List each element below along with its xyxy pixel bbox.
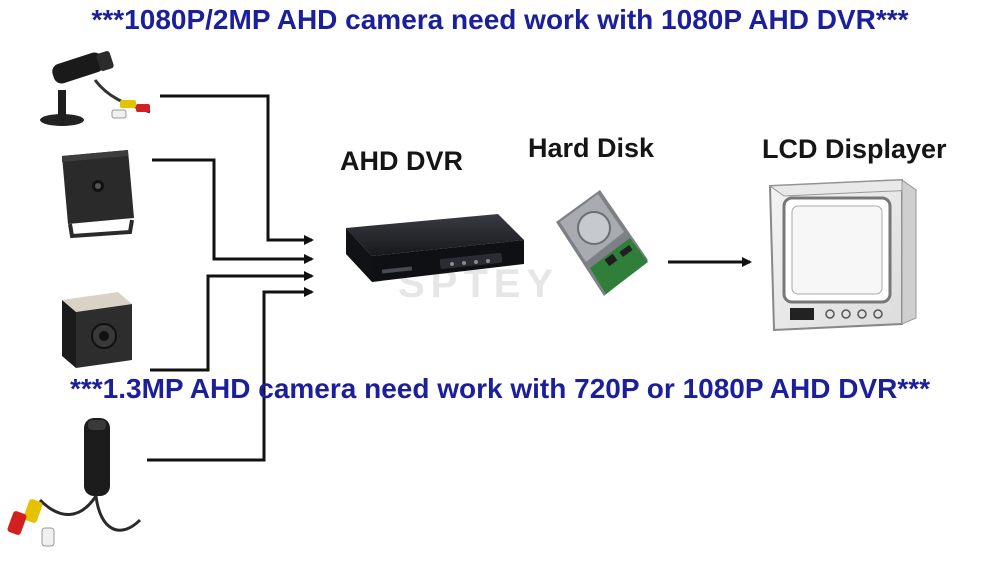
hard-disk-icon [556,190,648,296]
bullet-camera-icon [40,51,151,126]
dvr-recorder-icon [346,214,524,282]
wire-camera-1 [160,94,314,245]
lcd-displayer-label: LCD Displayer [762,134,947,164]
cube-pinhole-camera-icon [62,292,132,368]
dvr-label: AHD DVR [340,146,464,176]
wire-camera-3 [150,271,314,372]
hard-disk-label: Hard Disk [528,133,655,163]
camera-wires [147,94,314,462]
tube-camera-icon [7,418,142,547]
square-pinhole-camera-icon [62,150,134,239]
wire-camera-4 [147,287,314,462]
lcd-monitor-icon [768,178,918,332]
top-compatibility-note: ***1080P/2MP AHD camera need work with 1… [91,4,909,35]
bottom-compatibility-note: ***1.3MP AHD camera need work with 720P … [69,373,931,404]
wire-camera-2 [152,158,314,264]
